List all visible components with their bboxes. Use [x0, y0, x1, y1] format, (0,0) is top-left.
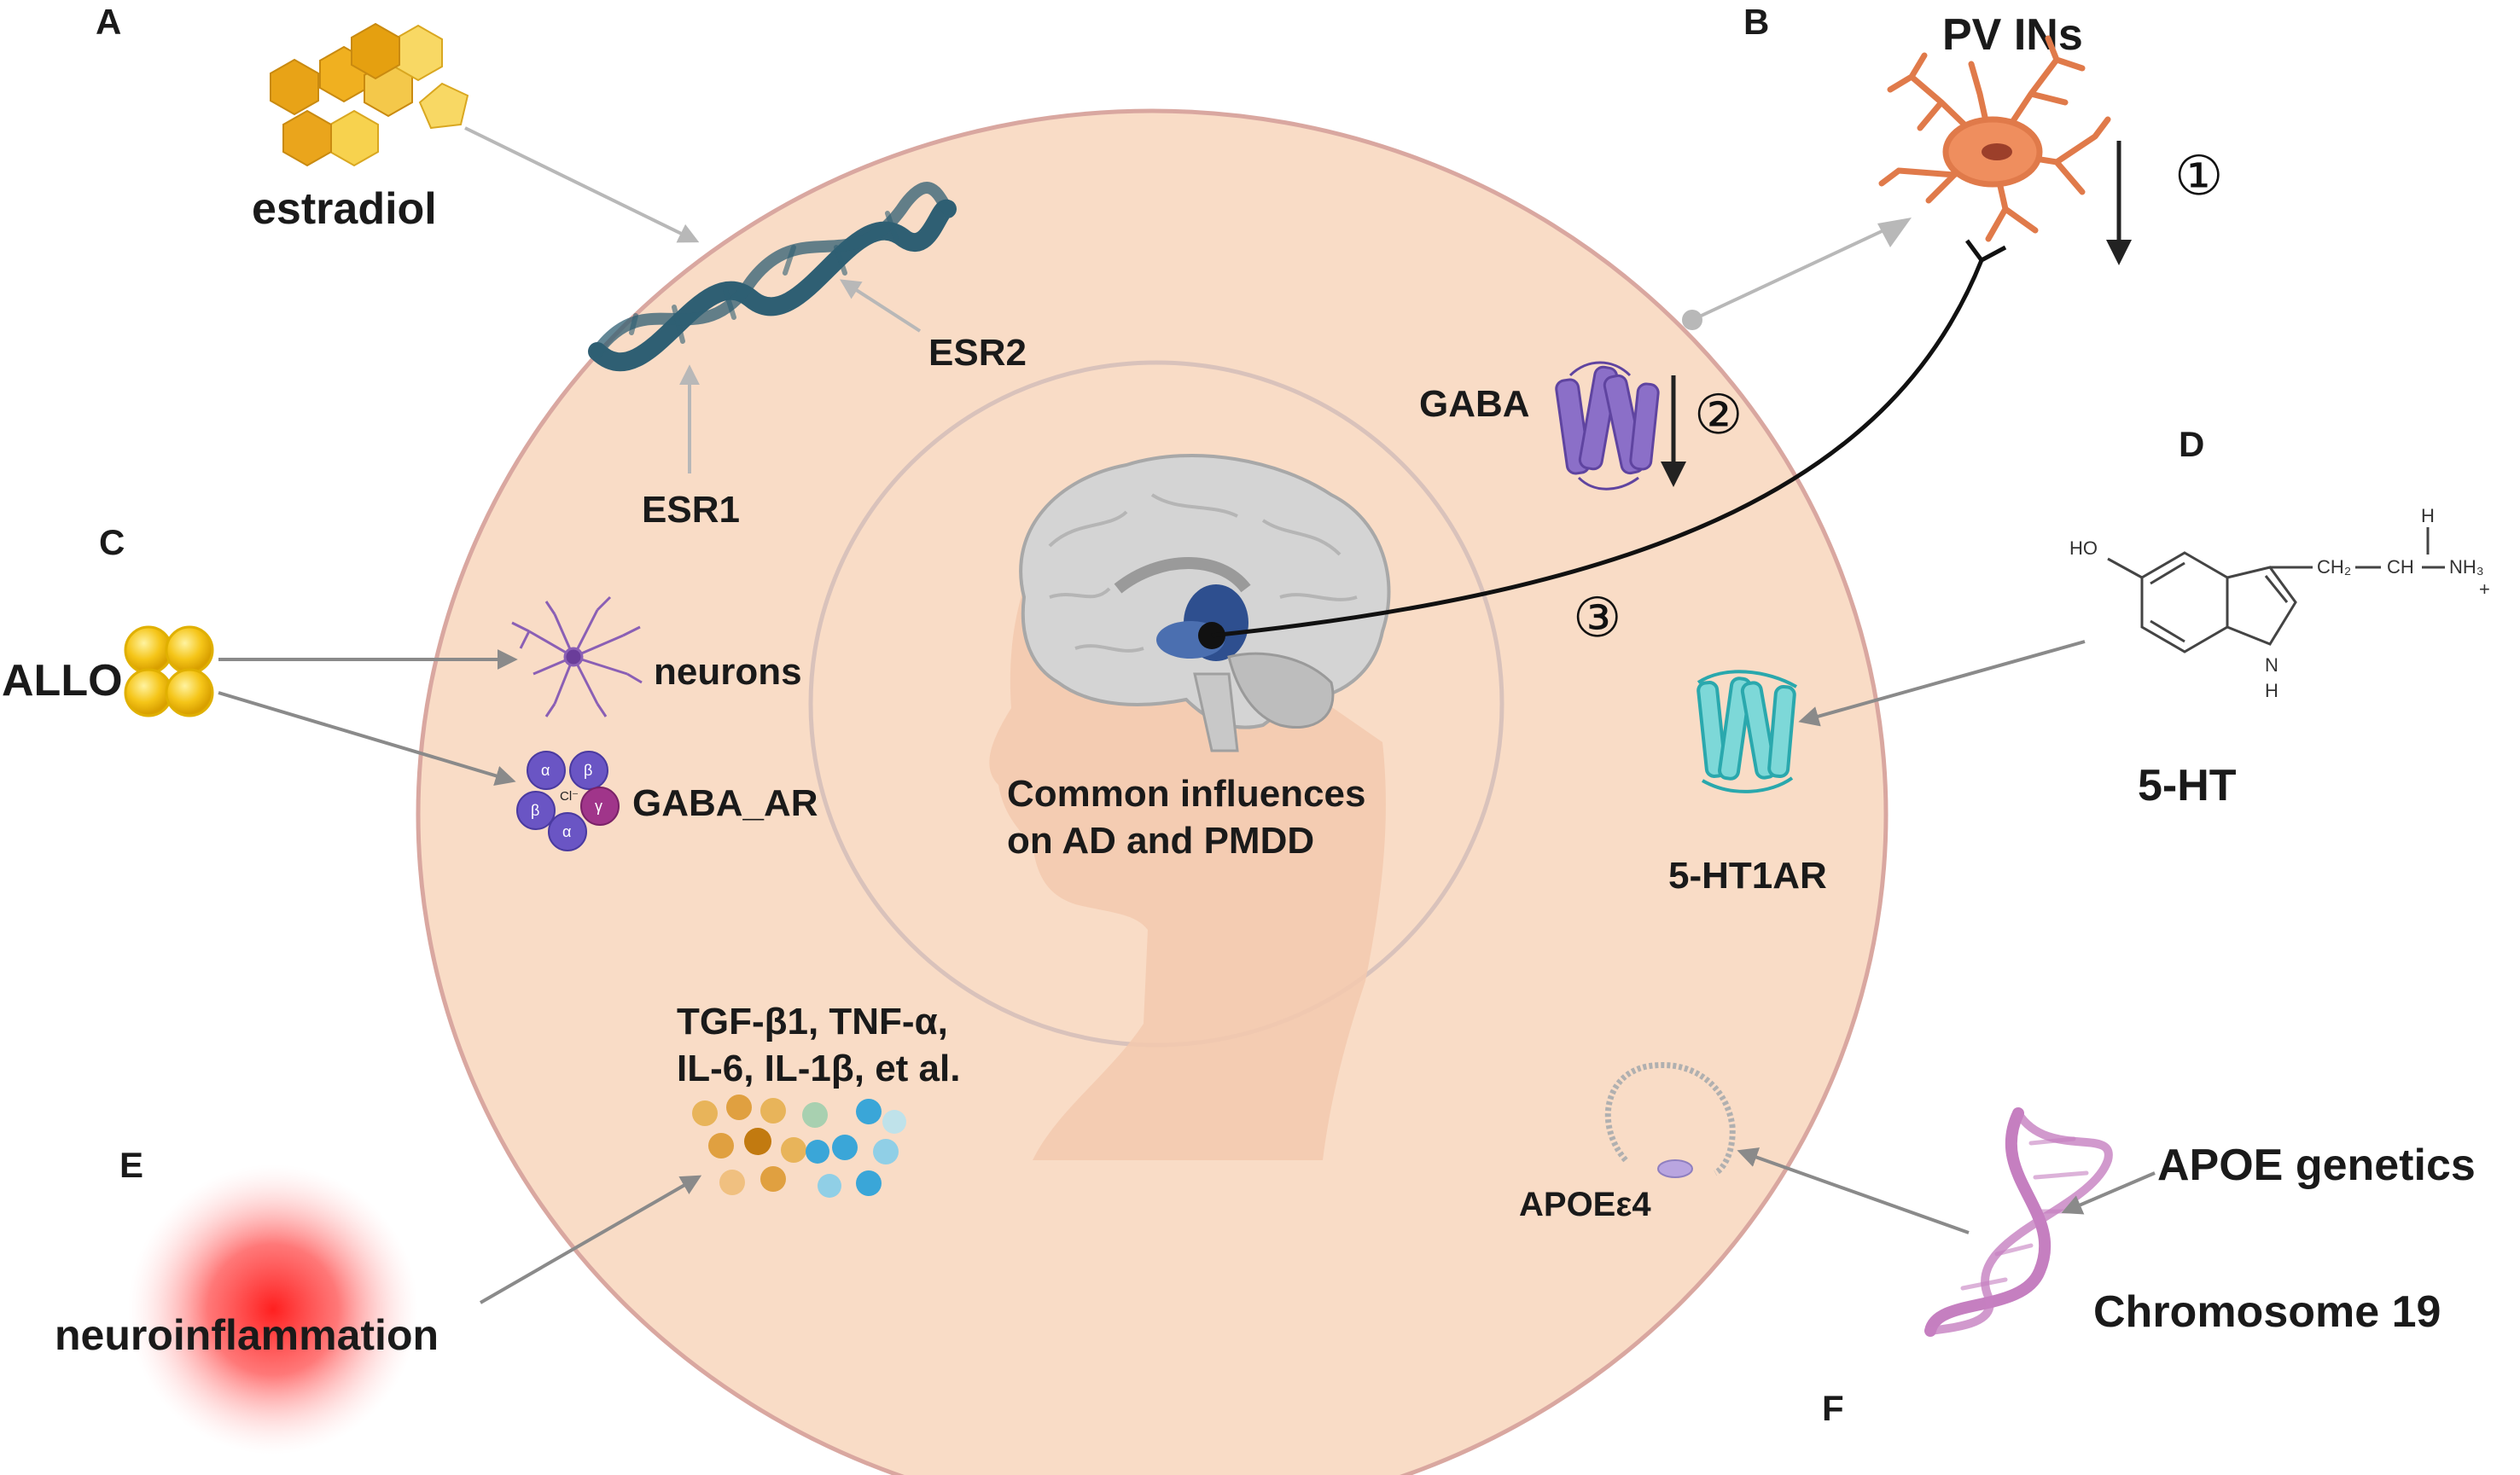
gaba-label: GABA: [1419, 383, 1530, 425]
panel-label-f: F: [1822, 1388, 1844, 1428]
center-text-line-2: on AD and PMDD: [1007, 820, 1314, 862]
chromosome-19-label: Chromosome 19: [2093, 1287, 2441, 1337]
cytokine-particles: [692, 1095, 906, 1198]
panel-label-c: C: [99, 522, 125, 562]
step-2-marker: ②: [1694, 384, 1743, 447]
esr1-label: ESR1: [642, 489, 740, 531]
gaba-protein-icon: [1555, 361, 1660, 491]
inflammation-arrow: [480, 1175, 702, 1304]
step-1-marker: ①: [2174, 145, 2223, 208]
5ht1ar-label: 5-HT1AR: [1668, 855, 1827, 897]
apoe-genetics-arrow: [2061, 1171, 2156, 1215]
chloride-ion: Cl⁻: [560, 789, 579, 804]
atom-h-n: H: [2265, 680, 2278, 701]
atom-plus: +: [2479, 578, 2490, 600]
estradiol-label: estradiol: [252, 184, 437, 234]
apoe-domain: [1657, 1159, 1693, 1178]
step-3-marker: ③: [1573, 587, 1621, 650]
gaba-ar-label: GABA_AR: [632, 782, 818, 824]
gaba-a-receptor-icon: α β β γ α Cl⁻: [516, 751, 620, 851]
neurons-label: neurons: [654, 651, 802, 693]
brain-illustration: [1019, 453, 1391, 752]
atom-n: N: [2265, 654, 2278, 676]
estradiol-hexagons: [270, 22, 469, 167]
pv-feedback-arrow: [1691, 224, 1894, 322]
subunit-alpha-2: α: [562, 823, 571, 840]
pv-projection-curve: [1211, 259, 1984, 638]
apoe-e4-label: APOEε4: [1519, 1186, 1651, 1223]
atom-ch2: CH₂: [2317, 556, 2351, 578]
subunit-gamma: γ: [595, 798, 602, 815]
dna-helix: [588, 182, 957, 372]
inflammation-glow: [128, 1164, 418, 1455]
panel-label-d: D: [2179, 424, 2204, 464]
estradiol-arrow: [464, 126, 700, 243]
center-text-line-1: Common influences: [1007, 773, 1366, 815]
atom-nh3: NH₃: [2449, 556, 2484, 578]
neuron-icon: [511, 595, 643, 717]
5ht1a-receptor-icon: [1696, 670, 1797, 793]
atom-ho: HO: [2069, 537, 2098, 559]
pv-feedback-head: [1877, 218, 1912, 247]
panel-label-a: A: [96, 2, 121, 42]
allo-label: ALLO: [2, 656, 123, 706]
subunit-alpha-1: α: [541, 762, 550, 779]
pv-neuron-icon: [1878, 35, 2111, 242]
pv-ins-title: PV INs: [1942, 10, 2083, 60]
allo-to-gabaar-arrow: [218, 691, 516, 786]
serotonin-arrow: [1798, 640, 2086, 727]
subunit-beta-1: β: [584, 762, 592, 779]
apoe-protein-icon: [1604, 1062, 1736, 1176]
panel-label-e: E: [119, 1145, 143, 1185]
neuroinflammation-label: neuroinflammation: [55, 1311, 439, 1359]
serotonin-structure: [2107, 527, 2445, 653]
pv-synapse-terminal: [1964, 239, 2007, 264]
panel-label-b: B: [1743, 2, 1769, 42]
apoe-genetics-label: APOE genetics: [2157, 1141, 2476, 1190]
subunit-beta-2: β: [531, 802, 539, 819]
atom-h-top: H: [2421, 505, 2435, 526]
serotonin-label: 5-HT: [2138, 761, 2237, 810]
atom-ch: CH: [2387, 556, 2414, 578]
pv-feedback-origin: [1682, 310, 1702, 330]
allo-molecule-icon: [124, 625, 214, 717]
esr2-arrow: [839, 279, 922, 333]
cytokines-line-1: TGF-β1, TNF-α,: [677, 1001, 948, 1042]
cytokines-line-2: IL-6, IL-1β, et al.: [677, 1048, 960, 1089]
apoe-arrow: [1737, 1147, 1970, 1234]
chromosome-19-dna-icon: [1924, 1107, 2113, 1337]
esr2-label: ESR2: [928, 332, 1027, 374]
